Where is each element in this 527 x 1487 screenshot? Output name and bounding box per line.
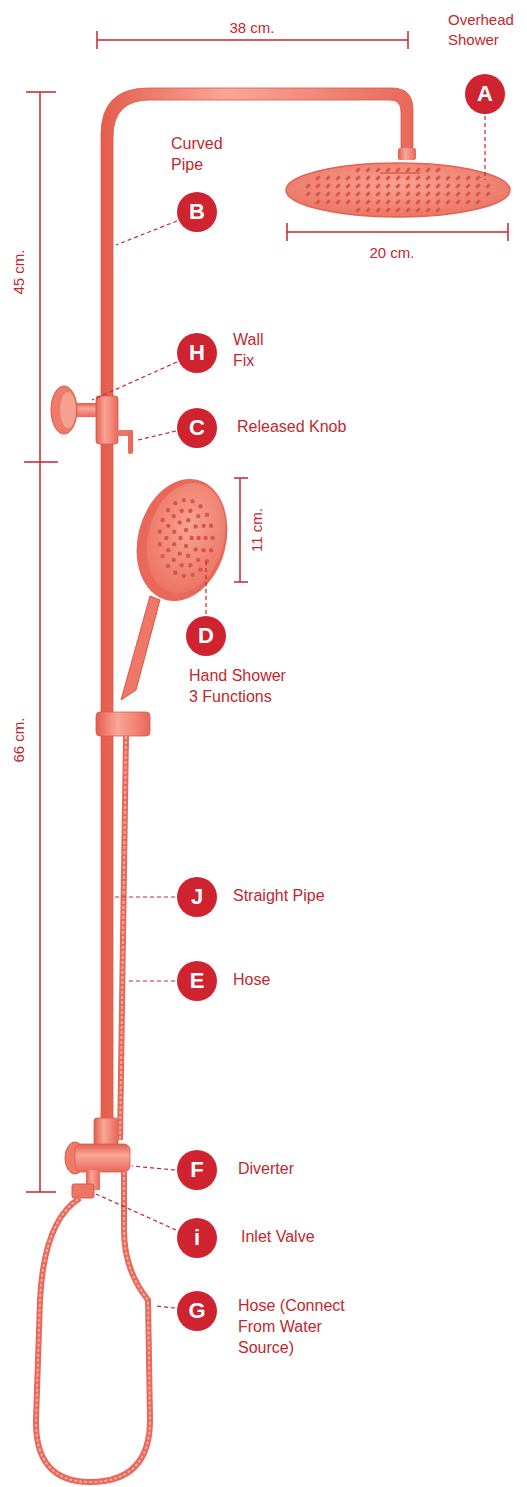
part-name: Diverter — [238, 1159, 338, 1180]
callout: BCurved Pipe — [177, 192, 217, 232]
callout: DHand Shower 3 Functions — [186, 616, 226, 656]
part-name: Hand Shower 3 Functions — [189, 666, 289, 708]
dimension-label: 38 cm. — [227, 19, 276, 36]
callout-letter: A — [465, 74, 505, 114]
callout-letter: i — [177, 1218, 217, 1258]
callout: HWall Fix — [177, 333, 217, 373]
callout-letter: C — [177, 408, 217, 448]
part-name: Hose (Connect From Water Source) — [238, 1296, 373, 1358]
pipe-assembly — [36, 88, 510, 1482]
callout-letter: H — [177, 333, 217, 373]
callout: EHose — [177, 961, 217, 1001]
callout: JStraight Pipe — [177, 877, 217, 917]
part-name: Inlet Valve — [241, 1227, 361, 1248]
callout-letter: D — [186, 616, 226, 656]
callout: GHose (Connect From Water Source) — [177, 1291, 217, 1331]
part-name: Overhead Shower — [448, 10, 522, 49]
callout: FDiverter — [177, 1150, 217, 1190]
callout: iInlet Valve — [177, 1218, 217, 1258]
part-name: Released Knob — [237, 417, 377, 438]
callout-letter: F — [177, 1150, 217, 1190]
dimension-label: 66 cm. — [10, 715, 27, 764]
callout: AOverhead Shower — [465, 74, 505, 114]
part-name: Hose — [233, 970, 313, 991]
callout: CReleased Knob — [177, 408, 217, 448]
leader-lines — [92, 116, 485, 1308]
dimension-label: 20 cm. — [367, 244, 416, 261]
part-name: Straight Pipe — [233, 886, 373, 907]
callout-letter: G — [177, 1291, 217, 1331]
part-name: Wall Fix — [233, 330, 278, 372]
callout-letter: J — [177, 877, 217, 917]
callout-letter: B — [177, 192, 217, 232]
dimension-label: 11 cm. — [248, 506, 265, 554]
part-name: Curved Pipe — [171, 134, 233, 176]
callout-letter: E — [177, 961, 217, 1001]
dimension-label: 45 cm. — [10, 247, 27, 296]
